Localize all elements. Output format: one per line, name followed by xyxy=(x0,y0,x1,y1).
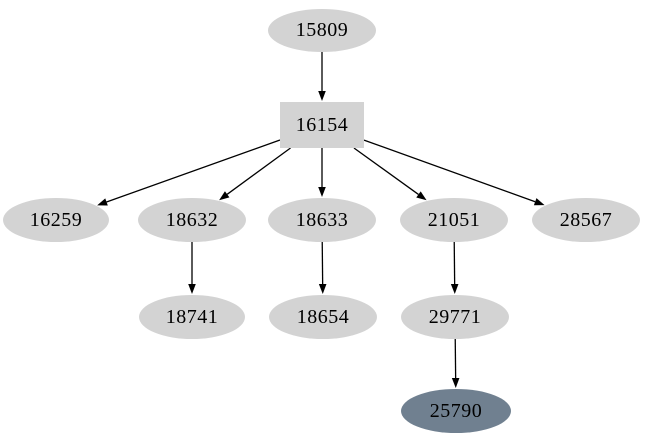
node-16259: 16259 xyxy=(3,198,109,242)
arrowhead-16154-18633 xyxy=(318,187,326,197)
arrowhead-16154-21051 xyxy=(416,191,427,201)
node-28567: 28567 xyxy=(532,198,640,242)
node-label-18632: 18632 xyxy=(165,208,219,231)
node-15809: 15809 xyxy=(268,8,376,52)
node-label-16259: 16259 xyxy=(29,208,83,231)
arrowhead-16154-18632 xyxy=(219,191,230,201)
node-25790: 25790 xyxy=(401,389,511,433)
node-18632: 18632 xyxy=(138,198,246,242)
arrowhead-18633-18654 xyxy=(318,283,327,295)
arrowhead-18632-18741 xyxy=(188,284,196,294)
node-label-25790: 25790 xyxy=(429,399,483,422)
node-label-18654: 18654 xyxy=(296,305,350,328)
arrowhead-15809-16154 xyxy=(318,91,326,101)
node-label-28567: 28567 xyxy=(559,208,613,231)
node-29771: 29771 xyxy=(401,295,509,339)
node-label-18633: 18633 xyxy=(295,208,349,231)
arrowhead-21051-29771 xyxy=(450,283,459,295)
edge-16154-16259 xyxy=(106,139,281,203)
node-18633: 18633 xyxy=(268,198,376,242)
node-18654: 18654 xyxy=(269,295,377,339)
arrowhead-29771-25790 xyxy=(451,377,460,389)
node-21051: 21051 xyxy=(400,198,508,242)
node-label-29771: 29771 xyxy=(428,305,482,328)
node-label-15809: 15809 xyxy=(295,18,349,41)
node-label-21051: 21051 xyxy=(427,208,481,231)
node-label-16154: 16154 xyxy=(295,113,349,136)
edge-16154-28567 xyxy=(363,139,536,203)
edge-16154-21051 xyxy=(353,147,419,195)
edge-16154-18632 xyxy=(226,147,291,195)
node-label-18741: 18741 xyxy=(165,305,219,328)
node-16154: 16154 xyxy=(280,102,364,148)
arrowhead-16154-16259 xyxy=(97,198,108,206)
node-18741: 18741 xyxy=(139,295,245,339)
arrowhead-16154-28567 xyxy=(533,198,545,206)
